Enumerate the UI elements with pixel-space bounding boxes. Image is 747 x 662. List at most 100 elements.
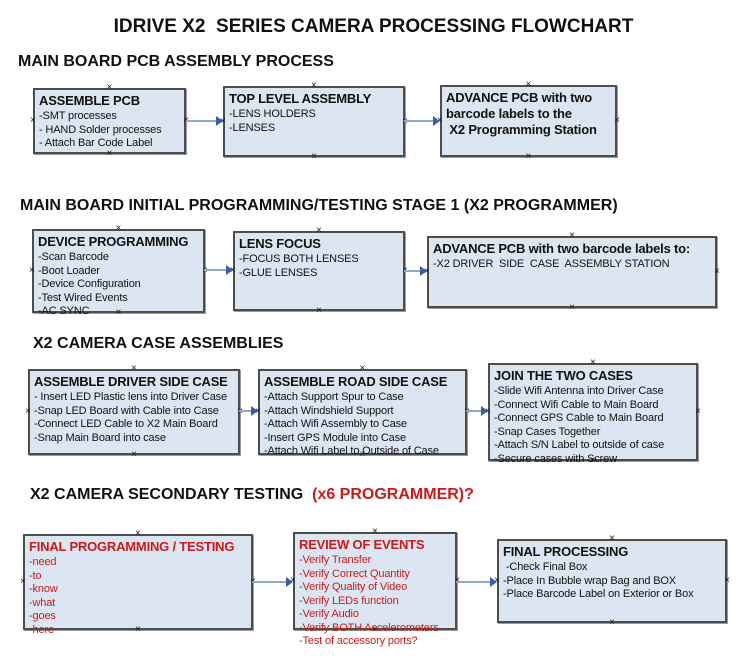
box-items: -LENS HOLDERS-LENSES [229,108,401,135]
box-item: -Attach Wifi Assembly to Case [264,418,407,430]
box-item: -Verify LEDs function [299,594,399,607]
connector-arrow [204,264,233,276]
connection-handle-icon: × [590,357,596,368]
connection-handle-icon: × [372,526,378,537]
box-items: -Check Final Box-Place In Bubble wrap Ba… [503,561,723,602]
flow-box-assemble-driver-side-case: ASSEMBLE DRIVER SIDE CASE - Insert LED P… [25,364,243,460]
connection-handle-icon: × [311,80,317,91]
connection-handle-icon: × [714,266,720,277]
section-heading-case-assemblies: X2 CAMERA CASE ASSEMBLIES [33,335,284,352]
box-items: -Scan Barcode-Boot Loader-Device Configu… [38,251,201,319]
arrow-line [466,410,483,412]
box-item: -Connect LED Cable to X2 Main Board [34,418,218,430]
section-heading-red-text: (x6 PROGRAMMER)? [312,486,474,503]
flow-box-lens-focus: LENS FOCUS -FOCUS BOTH LENSES-GLUE LENSE… [230,226,408,316]
box-item: -Verify Quality of Video [299,581,408,593]
flow-box-assemble-road-side-case: ASSEMBLE ROAD SIDE CASE -Attach Support … [255,364,470,460]
connector-arrow [466,405,488,417]
section-heading-initial-programming: MAIN BOARD INITIAL PROGRAMMING/TESTING S… [20,197,618,214]
box-item: -Attach Support Spur to Case [264,391,404,403]
box-item: -know [29,583,58,595]
box-item: -Check Final Box [503,561,588,573]
box-item: -Attach Wifi Label to Outside of Case [264,445,439,457]
connector-arrow [252,576,293,588]
arrow-line [186,120,218,122]
box-items: -Verify Transfer-Verify Correct Quantity… [299,554,453,649]
box-item: -what [29,596,56,609]
flow-box-review-of-events: REVIEW OF EVENTS -Verify Transfer-Verify… [290,527,460,648]
box-items: -SMT processes- HAND Solder processes- A… [39,110,182,151]
box-item: -Snap Cases Together [494,425,601,438]
box-title: ASSEMBLE ROAD SIDE CASE [264,374,448,389]
box-item: -Slide Wifi Antenna into Driver Case [494,385,664,397]
connection-handle-icon: × [724,575,730,586]
box-title: JOIN THE TWO CASES [494,368,633,383]
connection-handle-icon: × [609,533,615,544]
section-heading-pcb-assembly: MAIN BOARD PCB ASSEMBLY PROCESS [18,53,334,70]
connection-handle-icon: × [115,223,122,234]
box-item: - Attach Bar Code Label [39,137,153,149]
box-item: -need [29,556,57,568]
box-item: -Insert GPS Module into Case [264,431,406,444]
box-item: -GLUE LENSES [239,266,318,279]
connection-handle-icon: × [131,363,137,374]
box-items: - Insert LED Plastic lens into Driver Ca… [34,391,236,445]
box-item: -Verify Correct Quantity [299,567,410,580]
connection-handle-icon: × [29,265,35,276]
box-item: -Test of accessory ports? [299,635,418,647]
connector-arrow [239,405,258,417]
box-item: -Test Wired Events [38,291,128,304]
box-title: ADVANCE PCB with two barcode labels to: [433,241,691,256]
connector-arrow [186,115,223,127]
box-title: FINAL PROGRAMMING / TESTING [29,539,235,554]
box-items: -X2 DRIVER SIDE CASE ASSEMBLY STATION [433,258,713,272]
arrow-line [404,120,435,122]
connection-handle-icon: × [131,449,137,460]
box-items: -Attach Support Spur to Case-Attach Wind… [264,391,463,459]
arrow-line [456,581,492,583]
connection-handle-icon: × [25,406,31,417]
arrow-line [404,270,422,272]
box-title: REVIEW OF EVENTS [299,537,425,552]
box-item: -Attach Windshield Support [264,404,394,417]
box-item: -Place In Bubble wrap Bag and BOX [503,574,676,587]
box-item: -Scan Barcode [38,251,109,263]
box-item: -here [29,623,54,636]
connection-handle-icon: × [106,148,113,159]
box-item: -Attach S/N Label to outside of case [494,439,665,451]
arrow-head-icon [286,577,293,587]
box-item: -goes [29,610,56,622]
connection-handle-icon: × [106,82,113,93]
box-title: ADVANCE PCB with two barcode labels to t… [446,90,597,137]
page-title: IDRIVE X2 SERIES CAMERA PROCESSING FLOWC… [113,16,634,37]
flow-box-advance-pcb-programming-station: ADVANCE PCB with two barcode labels to t… [437,80,620,162]
box-item: -Connect Wifi Cable to Main Board [494,398,659,411]
connection-handle-icon: × [569,230,575,241]
flow-box-device-programming: DEVICE PROGRAMMING -Scan Barcode-Boot Lo… [29,224,208,318]
arrow-head-icon [251,406,258,416]
arrow-head-icon [216,116,223,126]
arrow-head-icon [420,266,427,276]
box-item: -Verify BOTH Accelerometers [299,621,439,634]
box-item: -FOCUS BOTH LENSES [239,253,359,265]
box-item: -LENS HOLDERS [229,108,316,120]
box-item: -Connect GPS Cable to Main Board [494,412,664,424]
box-item: -Boot Loader [38,264,100,277]
connector-arrow [456,576,497,588]
box-items: -FOCUS BOTH LENSES-GLUE LENSES [239,253,401,280]
connection-handle-icon: × [30,115,36,126]
section-heading-secondary-testing: X2 CAMERA SECONDARY TESTING (x6 PROGRAMM… [30,486,474,504]
box-title: LENS FOCUS [239,236,321,251]
flow-box-join-the-two-cases: JOIN THE TWO CASES -Slide Wifi Antenna i… [485,358,701,466]
connection-handle-icon: × [569,302,575,313]
connection-handle-icon: × [311,151,317,162]
connection-handle-icon: × [135,528,141,539]
box-item: -to [29,569,42,582]
connection-handle-icon: × [609,617,615,628]
connection-handle-icon: × [359,363,366,374]
connection-handle-icon: × [614,115,620,126]
flow-box-final-processing: FINAL PROCESSING -Check Final Box-Place … [494,534,730,628]
flow-box-top-level-assembly: TOP LEVEL ASSEMBLY -LENS HOLDERS-LENSES … [220,81,408,162]
arrow-head-icon [481,406,488,416]
arrow-head-icon [433,116,440,126]
